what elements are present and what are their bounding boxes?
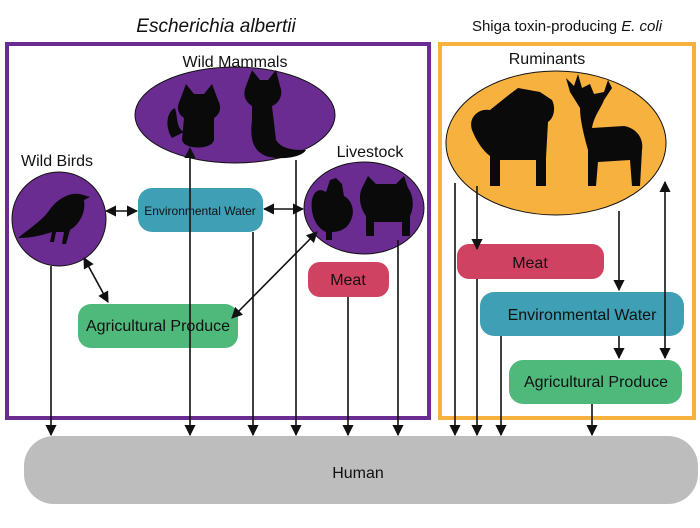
meat-right-label: Meat [512, 255, 548, 272]
chicken-icon [311, 178, 353, 240]
env-water-left-node [138, 188, 263, 232]
ag-produce-right-label: Agricultural Produce [524, 374, 668, 391]
wild-mammals-node [134, 66, 336, 164]
cow-icon [471, 88, 555, 186]
env-water-left-label: Environmental Water [144, 204, 256, 218]
raccoon-icon [167, 84, 221, 148]
ruminants-label: Ruminants [509, 51, 585, 68]
livestock-label: Livestock [337, 144, 405, 161]
human-label: Human [332, 465, 384, 482]
env-water-right-node [480, 292, 684, 336]
human-bar [24, 436, 698, 504]
pig-icon [359, 176, 413, 236]
arrow-birds-produce [83, 257, 109, 303]
fox-icon [244, 70, 306, 159]
meat-left-node [308, 262, 389, 297]
arrow-produce-livestock [231, 231, 318, 319]
meat-left-label: Meat [330, 272, 366, 289]
ag-produce-left-label: Agricultural Produce [86, 318, 230, 335]
wild-mammals-label: Wild Mammals [183, 54, 288, 71]
ag-produce-right-node [509, 360, 682, 404]
env-water-right-label: Environmental Water [508, 307, 657, 324]
stec-panel [438, 42, 696, 420]
right-panel-title: Shiga toxin-producing E. coli [472, 18, 663, 35]
escherichia-albertii-panel [5, 42, 431, 420]
bird-icon [18, 193, 90, 244]
deer-icon [566, 74, 643, 186]
meat-right-node [457, 244, 604, 279]
ag-produce-left-node [78, 304, 238, 348]
left-panel-title: Escherichia albertii [136, 16, 296, 37]
wild-birds-label: Wild Birds [21, 153, 93, 170]
